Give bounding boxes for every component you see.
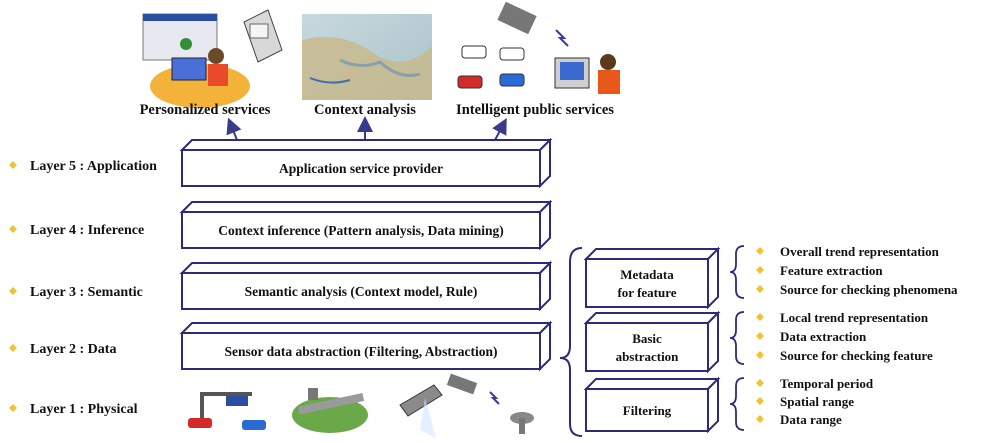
bullet-icon (9, 225, 17, 233)
svg-text:abstraction: abstraction (616, 349, 680, 364)
bullet-icon (756, 266, 764, 274)
svg-text:Overall trend representation: Overall trend representation (780, 244, 940, 259)
arrow-to-intelligent-public (492, 117, 507, 141)
svg-text:Data range: Data range (780, 412, 842, 427)
svg-text:Temporal period: Temporal period (780, 376, 874, 391)
svg-text:Data extraction: Data extraction (780, 329, 867, 344)
intelligent-public-services-illustration (457, 1, 620, 94)
svg-text:Source for checking feature: Source for checking feature (780, 348, 933, 363)
bullet-icon (9, 161, 17, 169)
layer-5-box-label: Application service provider (279, 161, 443, 176)
layer-3-box-label: Semantic analysis (Context model, Rule) (245, 284, 478, 299)
filtering-box: Filtering (583, 376, 721, 434)
physical-traffic-illustration (188, 392, 266, 430)
bullet-icon (756, 379, 764, 387)
layer-label-1: Layer 1 : Physical (9, 402, 138, 417)
layer-label-4: Layer 4 : Inference (9, 223, 144, 238)
personalized-services-illustration (142, 9, 283, 108)
svg-text:Local trend representation: Local trend representation (780, 310, 929, 325)
service-label-personalized: Personalized services (140, 102, 271, 118)
svg-text:Filtering: Filtering (623, 403, 672, 418)
bullet-icon (756, 351, 764, 359)
service-label-context-analysis: Context analysis (314, 102, 416, 118)
layer-3-box: Semantic analysis (Context model, Rule) (179, 260, 553, 312)
svg-text:Layer 1 : Physical: Layer 1 : Physical (30, 402, 138, 417)
layer-2-box: Sensor data abstraction (Filtering, Abst… (179, 320, 553, 372)
basic-abstraction-box: Basic abstraction (583, 310, 721, 374)
context-analysis-map-image (302, 14, 432, 100)
bullet-icon (9, 287, 17, 295)
svg-text:Metadata: Metadata (620, 267, 674, 282)
layer-label-2: Layer 2 : Data (9, 342, 116, 357)
metadata-items-brace (729, 245, 745, 299)
layer-2-box-label: Sensor data abstraction (Filtering, Abst… (224, 344, 497, 359)
bullet-icon (756, 332, 764, 340)
metadata-for-feature-box: Metadata for feature (583, 246, 721, 310)
bullet-icon (9, 344, 17, 352)
arrow-to-personalized (226, 117, 242, 141)
basic-items-brace (729, 311, 745, 365)
bullet-icon (756, 285, 764, 293)
metadata-item-list: Overall trend representation Feature ext… (756, 244, 958, 297)
bullet-icon (9, 404, 17, 412)
filtering-items-brace (729, 377, 745, 431)
physical-road-illustration (292, 388, 368, 433)
bullet-icon (756, 247, 764, 255)
filtering-item-list: Temporal period Spatial range Data range (756, 376, 874, 427)
layer-5-box: Application service provider (179, 137, 553, 189)
layer-label-3: Layer 3 : Semantic (9, 285, 143, 300)
layer-label-5: Layer 5 : Application (9, 159, 157, 174)
svg-text:Layer 4 : Inference: Layer 4 : Inference (30, 223, 144, 238)
svg-text:Source for checking phenomena: Source for checking phenomena (780, 282, 958, 297)
service-label-intelligent-public: Intelligent public services (456, 102, 614, 118)
svg-text:Basic: Basic (632, 331, 662, 346)
layer-4-box: Context inference (Pattern analysis, Dat… (179, 199, 553, 251)
bullet-icon (756, 397, 764, 405)
layer-4-box-label: Context inference (Pattern analysis, Dat… (218, 223, 503, 238)
bullet-icon (756, 313, 764, 321)
bullet-icon (756, 415, 764, 423)
svg-text:for feature: for feature (617, 285, 676, 300)
svg-text:Layer 2 : Data: Layer 2 : Data (30, 342, 116, 357)
svg-text:Spatial range: Spatial range (780, 394, 854, 409)
basic-abstraction-item-list: Local trend representation Data extracti… (756, 310, 933, 363)
physical-satellite-sensors-illustration (399, 373, 534, 438)
svg-text:Layer 5 : Application: Layer 5 : Application (30, 159, 157, 174)
svg-text:Feature extraction: Feature extraction (780, 263, 883, 278)
abstraction-brace (559, 247, 583, 437)
svg-text:Layer 3 : Semantic: Layer 3 : Semantic (30, 285, 143, 300)
